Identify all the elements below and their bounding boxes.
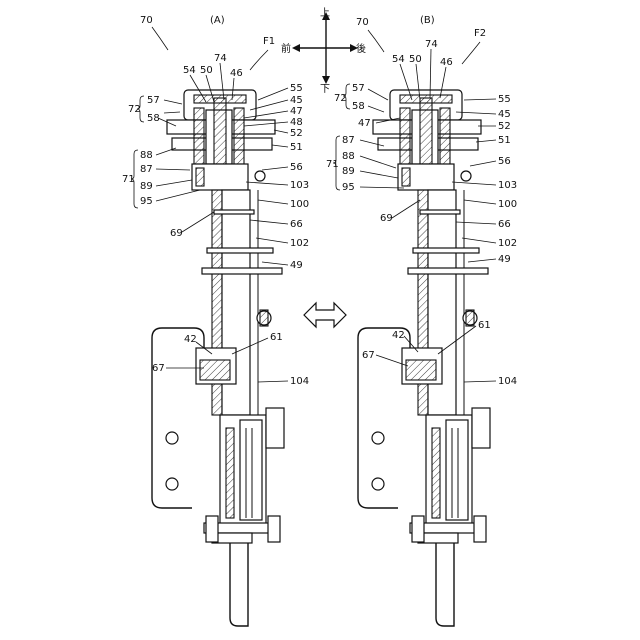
label-b-102: 102	[498, 238, 517, 249]
label-b-74: 74	[425, 39, 438, 50]
view-a: 70 (A) F1 54 50 74 46 57 72 58 88 87 71 …	[122, 15, 309, 626]
label-a-42: 42	[184, 334, 197, 345]
label-b-66: 66	[498, 219, 511, 230]
view-b: 70 (B) F2 54 50 74 46 57 72 58 47 87 88 …	[326, 15, 517, 626]
label-b-103: 103	[498, 180, 517, 191]
assembly-a	[152, 90, 284, 626]
label-a-48: 48	[290, 117, 303, 128]
label-a-67: 67	[152, 363, 165, 374]
flow-f1: F1	[263, 36, 275, 47]
label-a-95: 95	[140, 196, 153, 207]
label-a-52: 52	[290, 128, 303, 139]
label-b-47: 47	[358, 118, 371, 129]
label-a-89: 89	[140, 181, 153, 192]
label-b-69: 69	[380, 213, 393, 224]
label-a-51: 51	[290, 142, 303, 153]
label-b-49: 49	[498, 254, 511, 265]
label-a-45: 45	[290, 95, 303, 106]
label-b-42: 42	[392, 330, 405, 341]
label-b-54: 54	[392, 54, 405, 65]
label-b-104: 104	[498, 376, 517, 387]
label-b-56: 56	[498, 156, 511, 167]
dir-up: 上	[320, 7, 330, 19]
label-a-58: 58	[147, 113, 160, 124]
label-a-61: 61	[270, 332, 283, 343]
label-a-66: 66	[290, 219, 303, 230]
label-a-54: 54	[183, 65, 196, 76]
label-b-58: 58	[352, 101, 365, 112]
label-b-51: 51	[498, 135, 511, 146]
label-a-69: 69	[170, 228, 183, 239]
label-b-45: 45	[498, 109, 511, 120]
label-b-95: 95	[342, 182, 355, 193]
flow-f2: F2	[474, 28, 486, 39]
label-a-55: 55	[290, 83, 303, 94]
label-b-72: 72	[334, 93, 347, 104]
label-b-88: 88	[342, 151, 355, 162]
label-a-100: 100	[290, 199, 309, 210]
label-a-88: 88	[140, 150, 153, 161]
view-b-label: (B)	[420, 15, 435, 26]
label-b-89: 89	[342, 166, 355, 177]
label-a-103: 103	[290, 180, 309, 191]
label-b-52: 52	[498, 121, 511, 132]
label-b-71: 71	[326, 159, 339, 170]
label-b-100: 100	[498, 199, 517, 210]
label-a-46: 46	[230, 68, 243, 79]
label-b-46: 46	[440, 57, 453, 68]
assembly-b	[358, 90, 490, 626]
label-b-50: 50	[409, 54, 422, 65]
label-a-50: 50	[200, 65, 213, 76]
dir-front: 前	[281, 42, 291, 55]
dir-down: 下	[320, 84, 330, 95]
label-b-67: 67	[362, 350, 375, 361]
switch-arrow	[304, 303, 346, 327]
label-a-57: 57	[147, 95, 160, 106]
direction-indicator: 上 下 前 後	[281, 7, 366, 95]
label-a-56: 56	[290, 162, 303, 173]
label-a-49: 49	[290, 260, 303, 271]
label-b-57: 57	[352, 83, 365, 94]
view-a-label: (A)	[210, 15, 225, 26]
dir-rear: 後	[356, 42, 366, 55]
ref-70-a: 70	[140, 15, 153, 26]
label-b-61: 61	[478, 320, 491, 331]
label-a-74: 74	[214, 53, 227, 64]
label-b-87: 87	[342, 135, 355, 146]
label-a-47: 47	[290, 106, 303, 117]
label-b-55: 55	[498, 94, 511, 105]
ref-70-b: 70	[356, 17, 369, 28]
label-a-102: 102	[290, 238, 309, 249]
label-a-87: 87	[140, 164, 153, 175]
label-a-104: 104	[290, 376, 309, 387]
